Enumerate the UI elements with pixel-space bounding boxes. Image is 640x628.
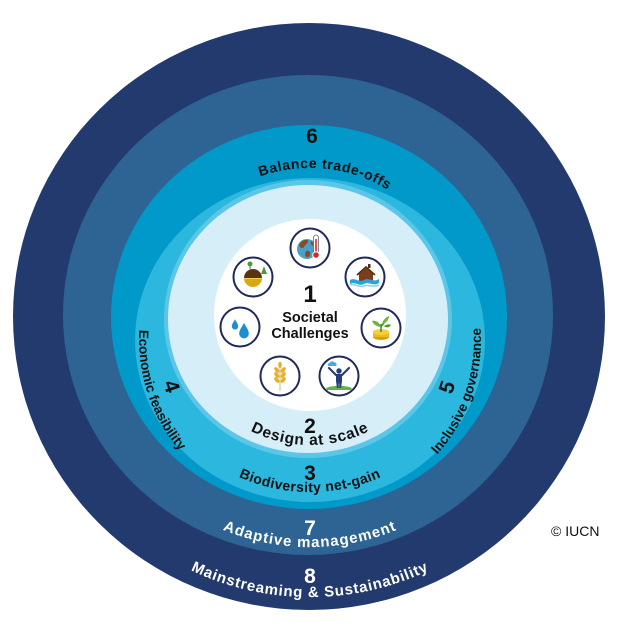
food-security-icon xyxy=(259,355,301,397)
criterion-1-label-line1: Societal xyxy=(282,310,338,326)
criterion-2-number: 2 xyxy=(304,415,316,438)
criterion-1-number: 1 xyxy=(303,281,316,308)
copyright-credit: © IUCN xyxy=(551,523,599,539)
criterion-7-number: 7 xyxy=(304,517,316,540)
water-security-icon xyxy=(219,306,261,348)
disaster-risk-icon xyxy=(344,256,386,298)
climate-change-icon xyxy=(289,227,331,269)
criterion-6-number: 6 xyxy=(306,125,318,148)
criterion-3-number: 3 xyxy=(304,462,316,485)
criterion-1-label-line2: Challenges xyxy=(271,326,348,342)
economic-development-icon xyxy=(360,307,402,349)
criterion-8-number: 8 xyxy=(304,565,316,588)
environmental-degradation-icon xyxy=(232,256,274,298)
human-health-icon xyxy=(318,355,360,397)
